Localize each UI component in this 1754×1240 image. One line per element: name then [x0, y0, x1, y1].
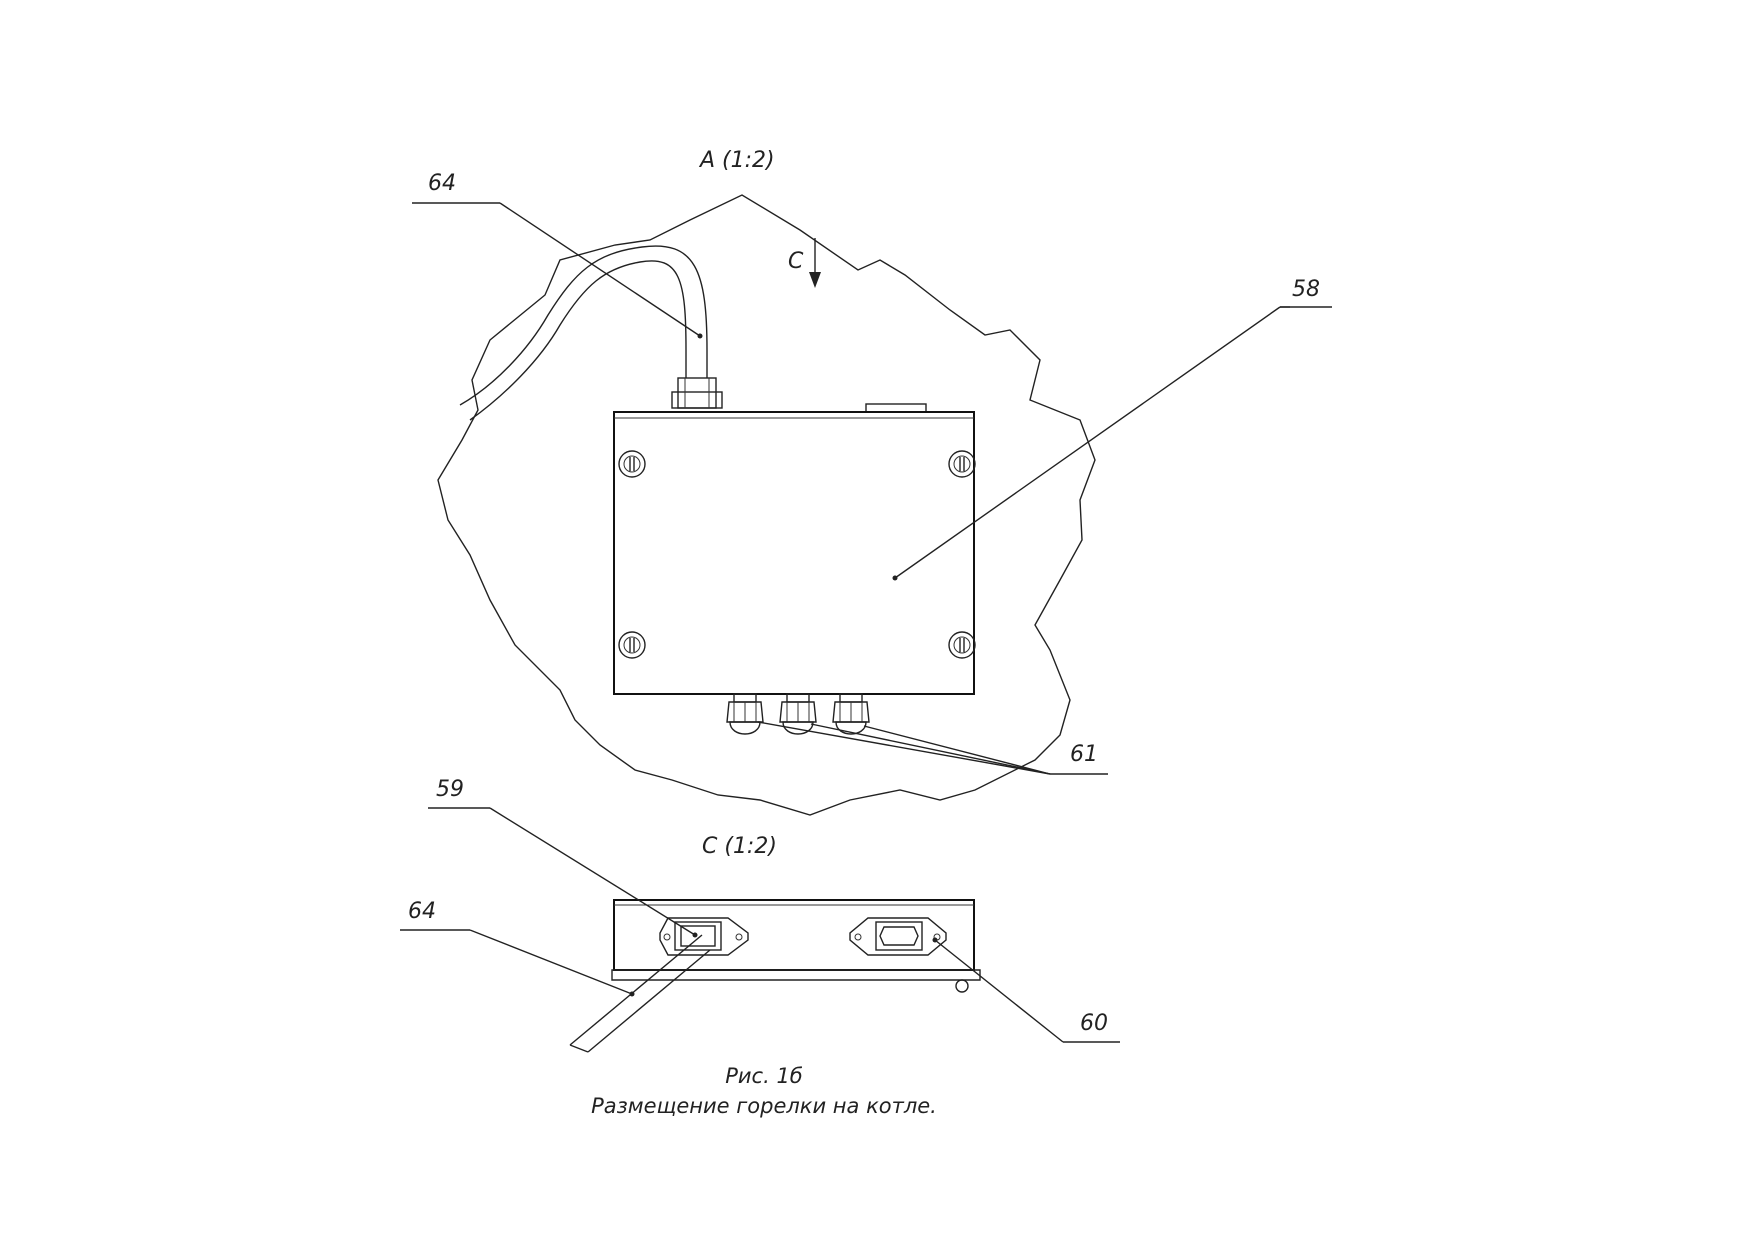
leader-64-top: 64 [412, 171, 703, 339]
cable-plug [671, 377, 723, 409]
control-box-side-view [611, 899, 981, 993]
socket-59 [659, 917, 749, 956]
screw-icon [948, 631, 976, 659]
socket-60 [849, 917, 947, 956]
view-a-title: A (1:2) [698, 148, 775, 173]
screw-icon [948, 450, 976, 478]
leader-64-bottom: 64 [400, 899, 635, 997]
callout-64-bottom: 64 [408, 899, 436, 924]
svg-text:C: C [788, 249, 804, 274]
view-c-title: C (1:2) [702, 834, 777, 859]
callout-60: 60 [1080, 1011, 1108, 1036]
control-box-58 [613, 411, 975, 695]
cable-gland [832, 693, 870, 735]
power-cable-64-edge [459, 245, 708, 406]
figure-number: Рис. 1б [725, 1064, 803, 1088]
top-connector [865, 403, 927, 413]
cable-gland [726, 693, 764, 735]
leader-58: 58 [892, 277, 1332, 581]
leader-59: 59 [428, 777, 698, 938]
callout-58: 58 [1292, 277, 1320, 302]
screw-icon [618, 631, 646, 659]
leader-60: 60 [932, 937, 1120, 1043]
callout-61: 61 [1070, 742, 1098, 767]
screw-icon [618, 450, 646, 478]
view-arrow-c: C [788, 238, 821, 288]
leader-61: 61 [757, 721, 1108, 775]
figure-title: Размещение горелки на котле. [591, 1094, 937, 1118]
callout-64-top: 64 [428, 171, 456, 196]
power-cable-64-bottom [569, 934, 711, 1053]
breakout-boundary [437, 194, 1096, 816]
power-cable-64 [469, 260, 687, 421]
cable-gland [779, 693, 817, 735]
callout-59: 59 [436, 777, 464, 802]
